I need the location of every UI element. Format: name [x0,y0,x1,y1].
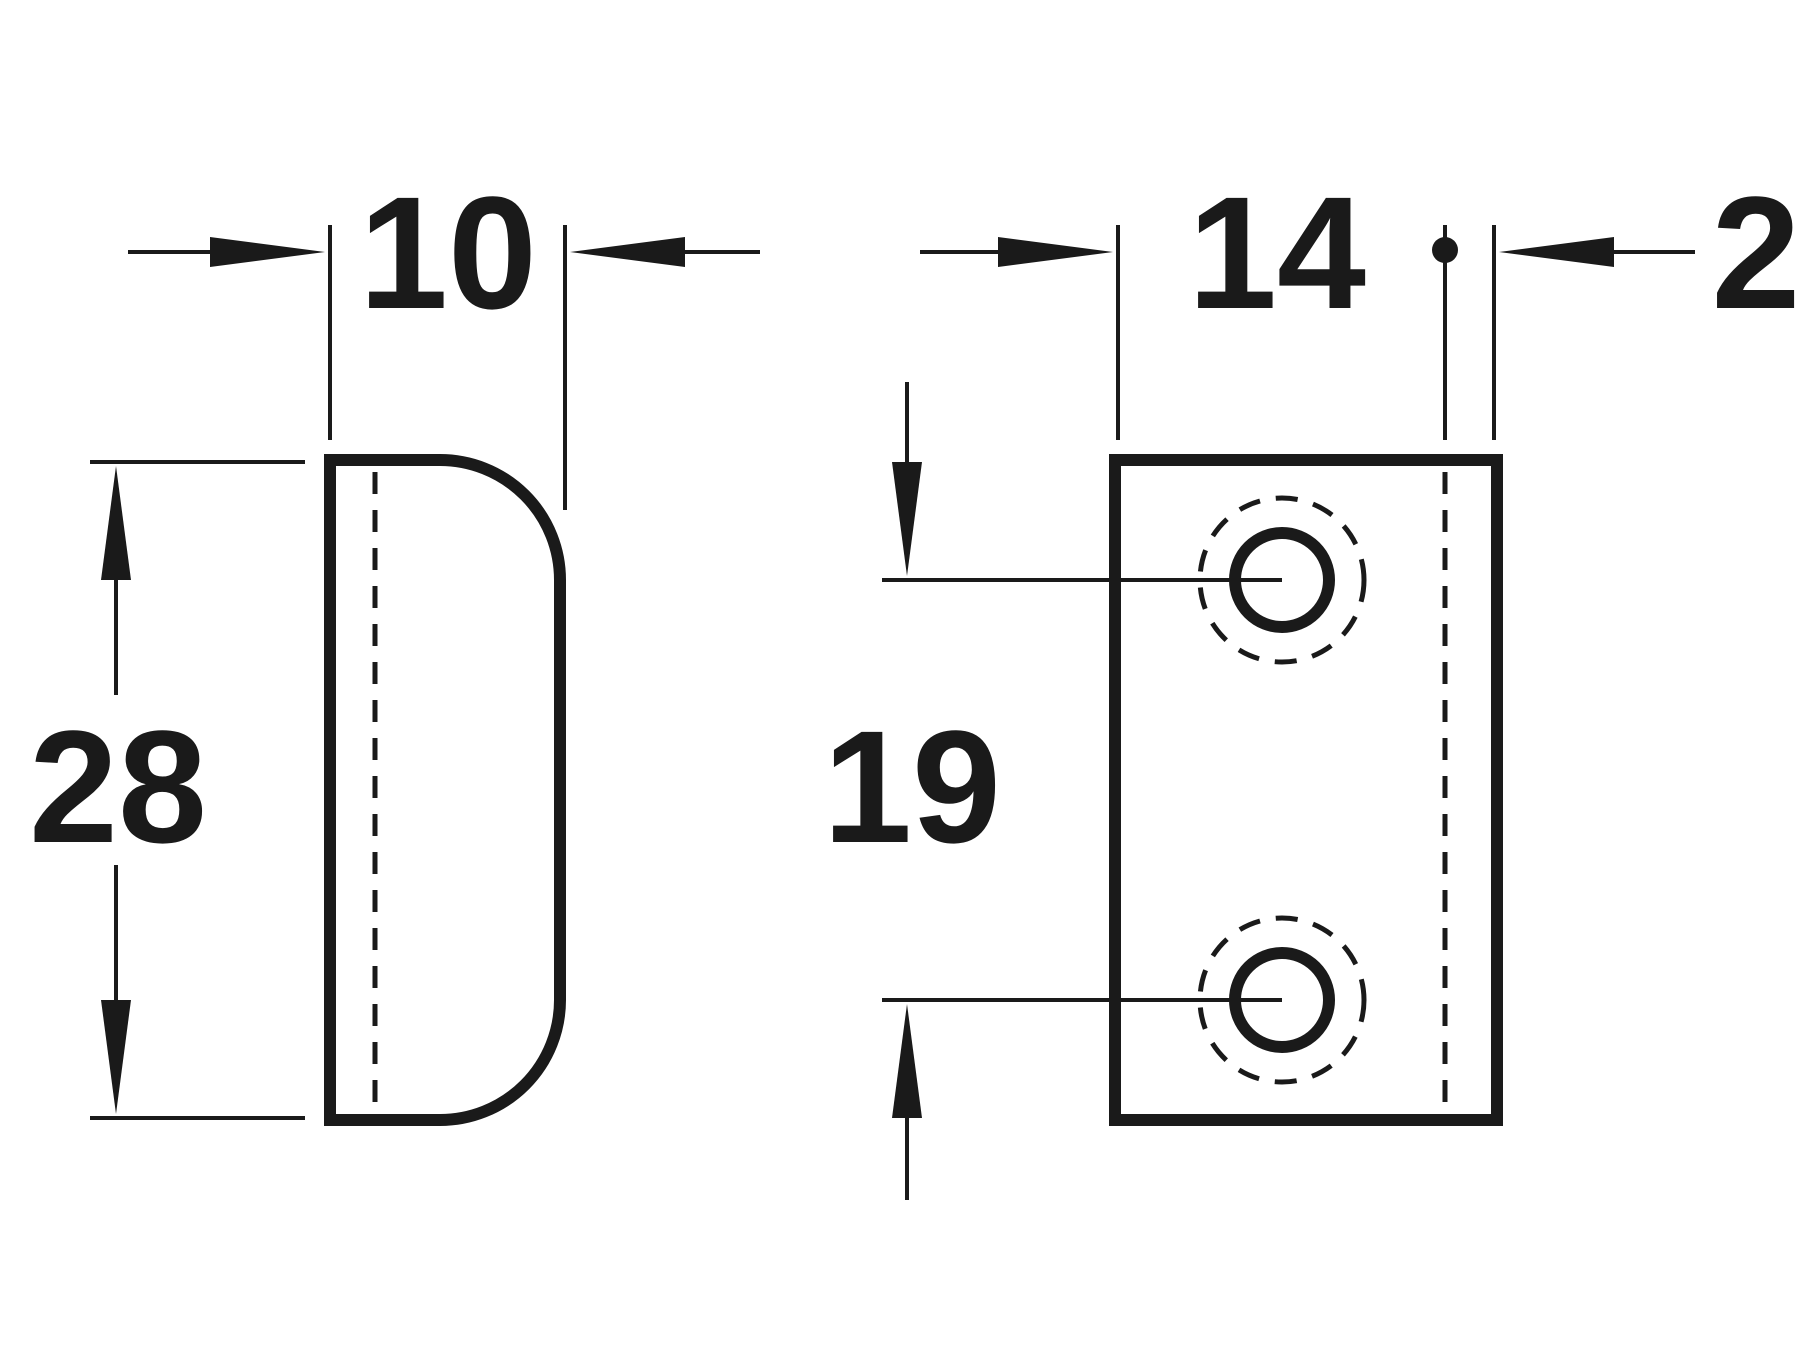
dimension-offset-front: 2 [1432,163,1800,440]
arrowhead-right [210,237,325,267]
countersink-circle-top [1197,495,1367,665]
dimension-height-side: 28 [29,460,305,1120]
dimension-label-28: 28 [29,697,207,876]
countersink-circle-bottom [1197,915,1367,1085]
arrowhead-left [570,237,685,267]
dimension-label-14: 14 [1188,163,1366,342]
dimension-label-10: 10 [359,163,537,342]
dimension-width-front: 14 [920,163,1366,440]
dimension-hole-spacing: 19 [823,382,1282,1200]
side-view-outline [324,454,566,1126]
side-view [324,454,566,1126]
arrowhead-down [101,1000,131,1114]
dimension-width-side: 10 [128,163,760,510]
arrowhead-up [101,466,131,580]
arrowhead-up [892,1004,922,1118]
dimension-label-19: 19 [823,697,1001,876]
dimension-label-2: 2 [1712,163,1800,342]
front-view [1109,454,1503,1126]
arrowhead-down [892,462,922,576]
front-view-outline [1109,454,1503,1126]
arrowhead-left [1499,237,1614,267]
arrowhead-right [998,237,1113,267]
